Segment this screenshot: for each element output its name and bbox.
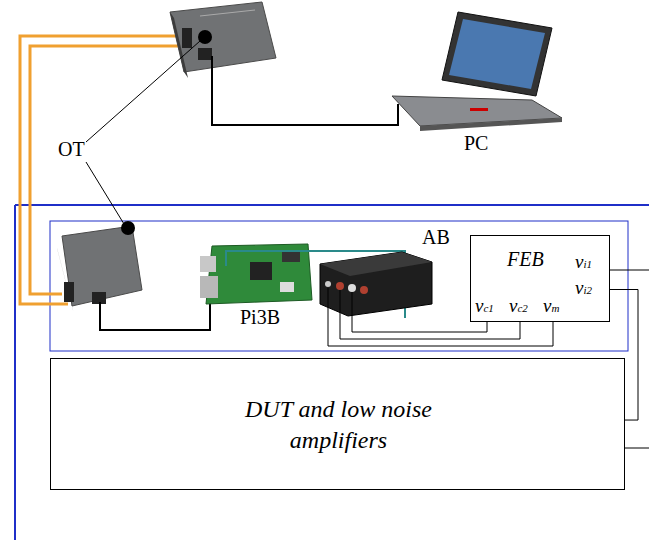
enclosure-outline (50, 221, 628, 351)
signal-wire (352, 292, 487, 332)
media-converter (170, 2, 276, 78)
callout-dot (198, 30, 212, 44)
ethernet-cable (212, 56, 398, 125)
leader-line (86, 41, 200, 142)
part-label: AB (422, 226, 450, 249)
front-end-board: FEB vi1 vi2 vc1 vc2 vm (470, 235, 610, 322)
signal-name: vm (543, 296, 559, 315)
ethernet-cable (100, 300, 210, 330)
region-outline (15, 204, 649, 206)
audio-box (320, 252, 432, 316)
node-title: FEB (507, 248, 544, 271)
signal-name: vc2 (509, 296, 528, 315)
leader-line (86, 162, 124, 224)
laptop-icon (392, 12, 562, 131)
media-converter (56, 226, 142, 314)
part-label: PC (464, 132, 488, 155)
signal-name: vi1 (575, 252, 592, 271)
region-outline (14, 205, 16, 540)
raspberry-pi-board (200, 244, 312, 304)
part-label: OT (58, 138, 85, 161)
signal-wire (625, 448, 649, 449)
node-title: DUT and low noise amplifiers (224, 394, 454, 456)
device-box: DUT and low noise amplifiers (50, 358, 625, 490)
signal-name: vc1 (475, 296, 494, 315)
part-label: Pi3B (240, 306, 280, 329)
signal-name: vi2 (575, 278, 592, 297)
signal-wire (610, 270, 649, 271)
